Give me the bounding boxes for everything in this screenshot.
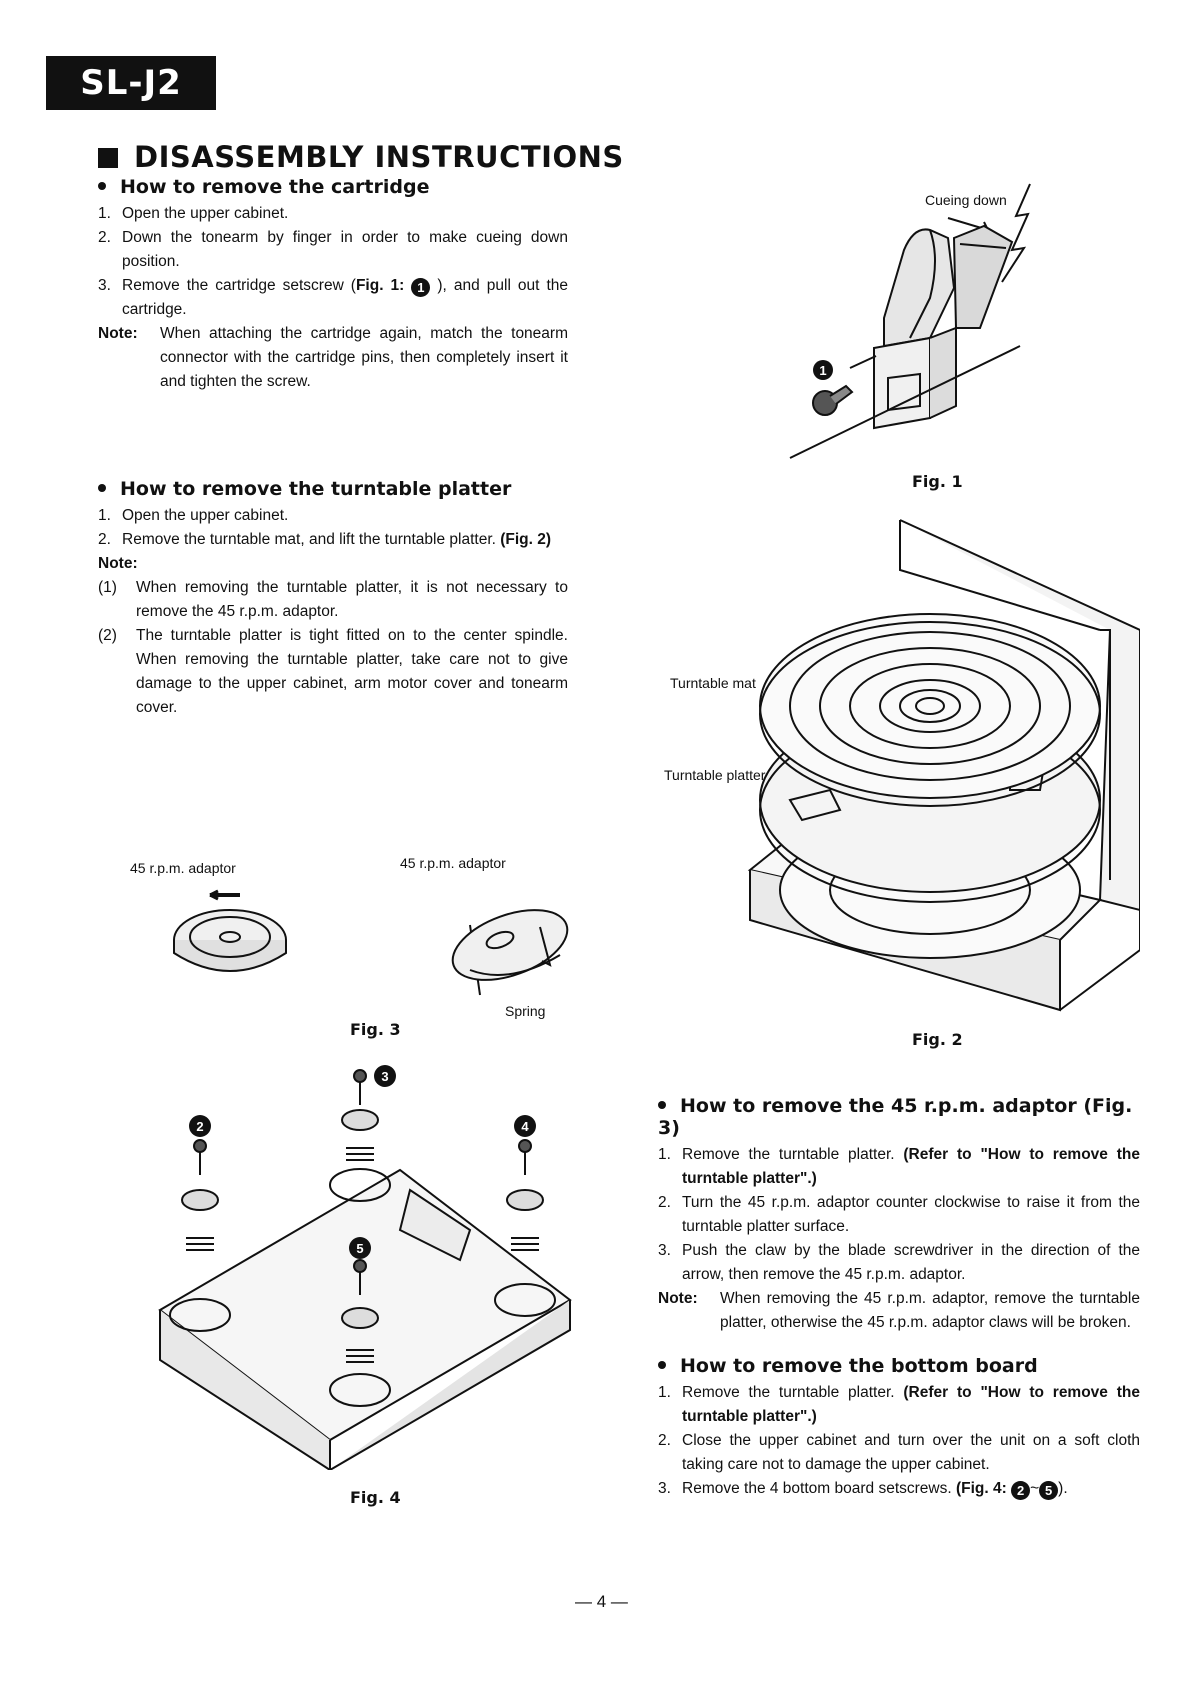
note-2: (2)The turntable platter is tight fitted… xyxy=(98,624,568,720)
bullet-icon xyxy=(98,484,106,492)
marker-3-icon: 3 xyxy=(381,1069,388,1084)
note: Note: When removing the 45 r.p.m. adaptor… xyxy=(658,1287,1140,1335)
marker-2-icon: 2 xyxy=(1011,1481,1031,1500)
step-text: Turn the 45 r.p.m. adaptor counter clock… xyxy=(682,1194,1140,1235)
note-text: When attaching the cartridge again, matc… xyxy=(160,325,568,390)
fig1-cartridge-illustration: 1 xyxy=(789,183,1031,459)
step-text: Remove the cartridge setscrew (Fig. 1: 1… xyxy=(122,277,569,318)
marker-1-icon: 1 xyxy=(819,363,826,378)
step-1: 1.Open the upper cabinet. xyxy=(98,202,568,226)
step-text: Down the tonearm by finger in order to m… xyxy=(122,229,568,270)
bullet-icon xyxy=(658,1361,666,1369)
bullet-icon xyxy=(658,1101,666,1109)
note-label: Note: xyxy=(658,1290,698,1307)
step-text: Remove the turntable platter. (Refer to … xyxy=(682,1146,1140,1187)
step-1: 1.Remove the turntable platter. (Refer t… xyxy=(658,1381,1140,1429)
step-2: 2.Turn the 45 r.p.m. adaptor counter clo… xyxy=(658,1191,1140,1239)
step-2: 2.Remove the turntable mat, and lift the… xyxy=(98,528,568,552)
step-3: 3.Remove the 4 bottom board setscrews. (… xyxy=(658,1477,1140,1501)
step-text: Open the upper cabinet. xyxy=(122,507,289,524)
note: Note: When attaching the cartridge again,… xyxy=(98,322,568,394)
step-3: 3.Push the claw by the blade screwdriver… xyxy=(658,1239,1140,1287)
figure-ref: (Fig. 2) xyxy=(500,531,552,548)
step-text: Open the upper cabinet. xyxy=(122,205,289,222)
label-spring: Spring xyxy=(505,1003,546,1019)
marker-4-icon: 4 xyxy=(521,1119,529,1134)
model-badge: SL-J2 xyxy=(46,56,216,110)
section-adaptor: How to remove the 45 r.p.m. adaptor (Fig… xyxy=(658,1095,1140,1335)
page-number: — 4 — xyxy=(575,1592,628,1611)
fig3-adaptor-illustration xyxy=(173,889,569,996)
section-title: How to remove the bottom board xyxy=(658,1355,1140,1377)
fig4-bottom-board-illustration: 3 2 4 5 xyxy=(158,1065,572,1470)
fig2-turntable-illustration xyxy=(747,519,1140,1012)
note-text: When removing the 45 r.p.m. adaptor, rem… xyxy=(720,1290,1140,1331)
label-turntable-mat: Turntable mat xyxy=(670,675,756,691)
section-bottom-board: How to remove the bottom board 1.Remove … xyxy=(658,1355,1140,1501)
label-turntable-platter: Turntable platter xyxy=(664,767,766,783)
section-cartridge: How to remove the cartridge 1.Open the u… xyxy=(98,176,568,394)
step-text: Push the claw by the blade screwdriver i… xyxy=(682,1242,1140,1283)
step-3: 3.Remove the cartridge setscrew (Fig. 1:… xyxy=(98,274,568,322)
section-title-text: How to remove the turntable platter xyxy=(120,478,512,500)
section-title: How to remove the turntable platter xyxy=(98,478,568,500)
marker-5-icon: 5 xyxy=(1039,1481,1059,1500)
step-2: 2.Down the tonearm by finger in order to… xyxy=(98,226,568,274)
label-cueing-down: Cueing down xyxy=(925,192,1007,208)
section-title-text: How to remove the cartridge xyxy=(120,176,430,198)
note-label: Note: xyxy=(98,555,138,572)
section-title-text: How to remove the bottom board xyxy=(680,1355,1038,1377)
marker-1-icon: 1 xyxy=(411,278,431,297)
note-text: When removing the turntable platter, it … xyxy=(136,579,568,620)
bullet-icon xyxy=(98,182,106,190)
step-text: Remove the turntable platter. (Refer to … xyxy=(682,1384,1140,1425)
section-platter: How to remove the turntable platter 1.Op… xyxy=(98,478,568,720)
page-title-text: DISASSEMBLY INSTRUCTIONS xyxy=(134,140,624,174)
step-2: 2.Close the upper cabinet and turn over … xyxy=(658,1429,1140,1477)
label-adaptor-right: 45 r.p.m. adaptor xyxy=(400,855,506,871)
figure-ref: Fig. 1 xyxy=(355,277,400,294)
note-text: The turntable platter is tight fitted on… xyxy=(136,627,568,716)
section-title: How to remove the 45 r.p.m. adaptor (Fig… xyxy=(658,1095,1140,1139)
page-title: DISASSEMBLY INSTRUCTIONS xyxy=(98,140,624,174)
note-1: (1)When removing the turntable platter, … xyxy=(98,576,568,624)
fig2-caption: Fig. 2 xyxy=(912,1030,963,1049)
fig1-caption: Fig. 1 xyxy=(912,472,963,491)
step-1: 1.Remove the turntable platter. (Refer t… xyxy=(658,1143,1140,1191)
section-title-text: How to remove the 45 r.p.m. adaptor (Fig… xyxy=(658,1095,1133,1139)
fig3-caption: Fig. 3 xyxy=(350,1020,401,1039)
section-title: How to remove the cartridge xyxy=(98,176,568,198)
fig4-caption: Fig. 4 xyxy=(350,1488,401,1507)
step-1: 1.Open the upper cabinet. xyxy=(98,504,568,528)
square-bullet-icon xyxy=(98,148,118,168)
note-label: Note: xyxy=(98,325,138,342)
label-adaptor-left: 45 r.p.m. adaptor xyxy=(130,860,236,876)
marker-5-icon: 5 xyxy=(356,1241,363,1256)
step-text: Remove the turntable mat, and lift the t… xyxy=(122,531,552,548)
figure-ref: (Fig. 4: xyxy=(955,1480,1007,1497)
marker-2-icon: 2 xyxy=(196,1119,203,1134)
step-text: Remove the 4 bottom board setscrews. (Fi… xyxy=(682,1480,1068,1500)
step-text: Close the upper cabinet and turn over th… xyxy=(682,1432,1140,1473)
